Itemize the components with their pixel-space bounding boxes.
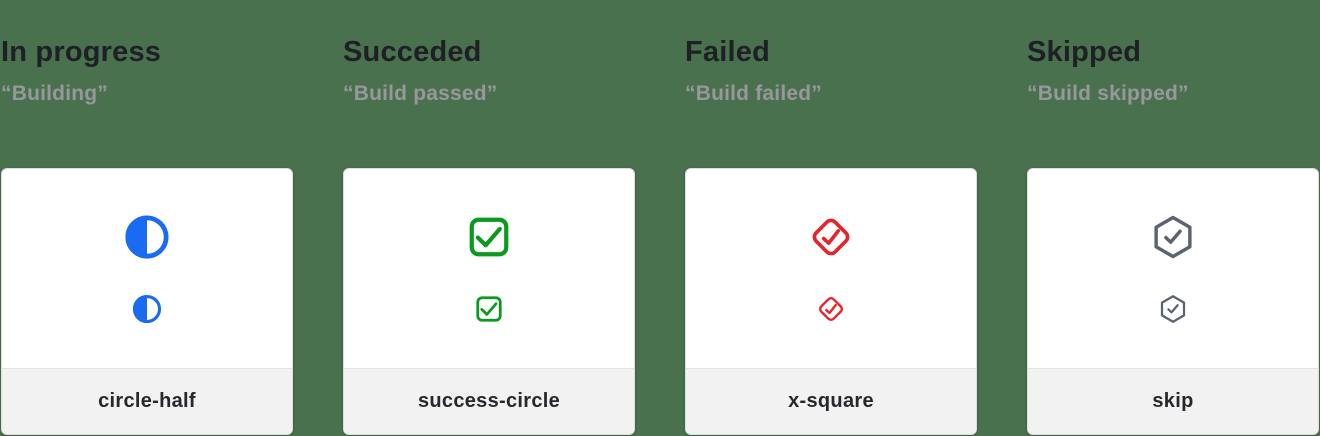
icon-preview-area — [2, 169, 292, 368]
column-title: In progress — [1, 36, 162, 68]
card-footer: success-circle — [344, 367, 634, 434]
card-footer: x-square — [686, 367, 976, 434]
icon-name-label: circle-half — [98, 389, 196, 412]
column-subtitle: “Build skipped” — [1027, 82, 1189, 106]
check-square-icon-large — [469, 217, 509, 256]
check-hexagon-icon-large — [1154, 215, 1192, 258]
icon-card: skip — [1027, 167, 1319, 435]
icon-name-label: success-circle — [417, 389, 561, 412]
column-title: Failed — [685, 36, 770, 68]
circle-half-icon-small — [132, 294, 162, 323]
column-subtitle: “Build passed” — [343, 82, 498, 106]
column-title: Succeded — [343, 36, 482, 68]
column-subtitle: “Build failed” — [685, 82, 822, 106]
icon-name-label: x-square — [788, 389, 874, 412]
column-subtitle: “Building” — [1, 82, 108, 106]
icon-preview-area — [344, 169, 634, 368]
icon-card: x-square — [685, 167, 977, 435]
status-column-in-progress: In progress “Building” circle-half — [1, 0, 293, 435]
icon-preview-area — [1028, 169, 1318, 368]
check-square-icon-small — [476, 295, 502, 322]
card-footer: skip — [1028, 367, 1318, 434]
status-column-succeded: Succeded “Build passed” success-circle — [343, 0, 635, 435]
check-hexagon-icon-small — [1160, 294, 1186, 323]
status-column-failed: Failed “Build failed” x-square — [685, 0, 977, 435]
icon-card: success-circle — [343, 167, 635, 435]
status-column-skipped: Skipped “Build skipped” skip — [1027, 0, 1319, 435]
column-title: Skipped — [1027, 36, 1142, 68]
check-diamond-icon-small — [818, 296, 844, 321]
icon-name-label: skip — [1152, 389, 1194, 412]
icon-preview-area — [686, 169, 976, 368]
check-diamond-icon-large — [812, 218, 850, 255]
card-footer: circle-half — [2, 367, 292, 434]
circle-half-icon-large — [125, 214, 169, 259]
icon-card: circle-half — [1, 167, 293, 435]
